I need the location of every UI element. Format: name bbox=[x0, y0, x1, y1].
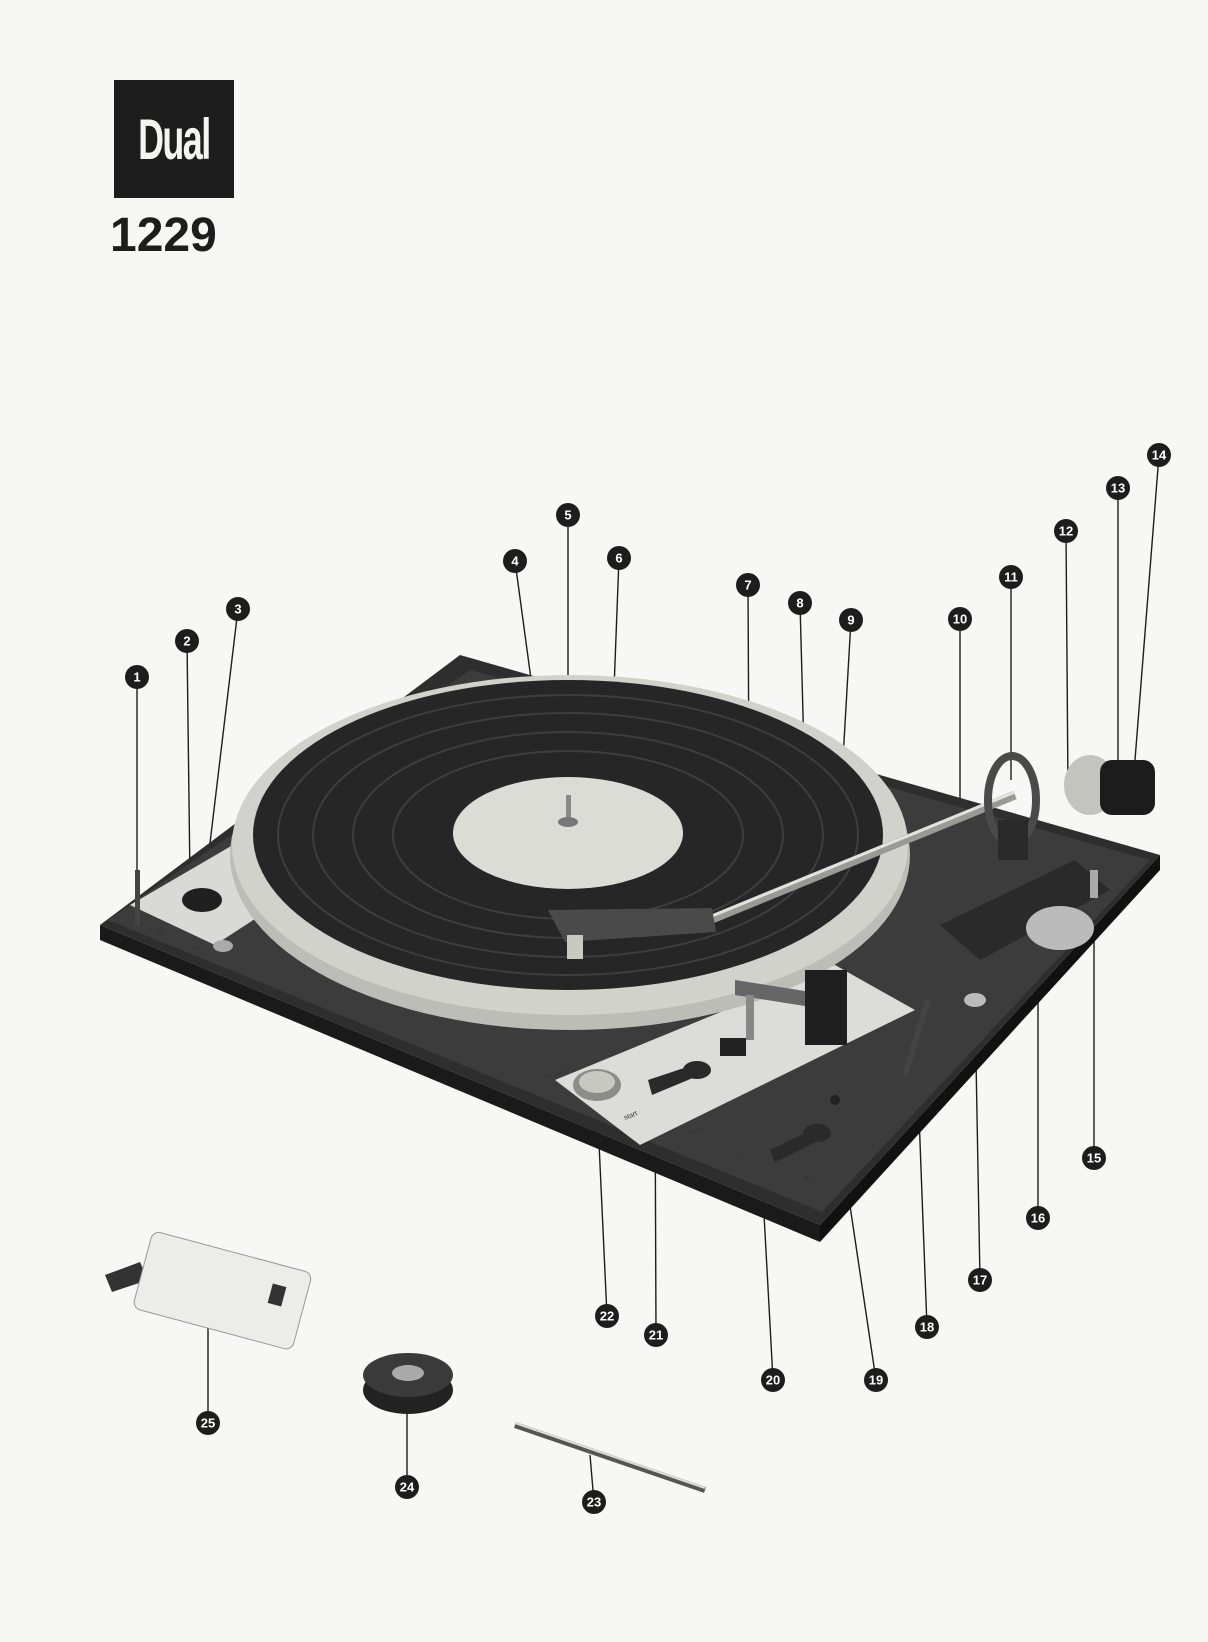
callout-number-4: 4 bbox=[511, 554, 519, 569]
callout-number-8: 8 bbox=[796, 596, 803, 611]
callout-number-15: 15 bbox=[1087, 1151, 1101, 1166]
tracking-force-dial bbox=[1026, 906, 1094, 950]
indicator-19 bbox=[830, 1095, 840, 1105]
panel-logo bbox=[720, 1038, 746, 1056]
spindle bbox=[566, 795, 571, 821]
callout-number-2: 2 bbox=[183, 634, 190, 649]
callout-number-24: 24 bbox=[400, 1480, 415, 1495]
callout-badge-16 bbox=[1026, 1206, 1050, 1230]
brand-logo: Dual bbox=[114, 80, 234, 198]
callout-badge-25 bbox=[196, 1411, 220, 1435]
callout-number-18: 18 bbox=[920, 1320, 934, 1335]
callout-number-9: 9 bbox=[847, 613, 854, 628]
callout-badge-23 bbox=[582, 1490, 606, 1514]
counterweight bbox=[1100, 760, 1155, 815]
callout-number-5: 5 bbox=[564, 508, 571, 523]
label-start: start bbox=[623, 1110, 638, 1122]
callout-badge-20 bbox=[761, 1368, 785, 1392]
callout-number-6: 6 bbox=[615, 551, 622, 566]
label-30: 30 bbox=[803, 1175, 811, 1182]
callout-number-17: 17 bbox=[973, 1273, 987, 1288]
callout-number-11: 11 bbox=[1004, 570, 1018, 585]
callout-badge-2 bbox=[175, 629, 199, 653]
tonearm bbox=[548, 752, 1155, 959]
model-number: 1229 bbox=[110, 209, 217, 262]
callout-number-3: 3 bbox=[234, 602, 241, 617]
callout-leader-3 bbox=[204, 608, 239, 886]
callout-badge-24 bbox=[395, 1475, 419, 1499]
callout-badge-13 bbox=[1106, 476, 1130, 500]
callout-leader-14 bbox=[1134, 454, 1160, 761]
callout-badge-3 bbox=[226, 597, 250, 621]
callout-number-23: 23 bbox=[587, 1495, 601, 1510]
callout-number-1: 1 bbox=[133, 670, 140, 685]
callout-number-7: 7 bbox=[744, 578, 751, 593]
callout-badge-11 bbox=[999, 565, 1023, 589]
callout-number-20: 20 bbox=[766, 1373, 780, 1388]
arm-rest bbox=[735, 970, 847, 1045]
callout-badge-9 bbox=[839, 608, 863, 632]
callout-badge-22 bbox=[595, 1304, 619, 1328]
callout-badge-17 bbox=[968, 1268, 992, 1292]
callout-badge-12 bbox=[1054, 519, 1078, 543]
accessory-adapter bbox=[105, 1231, 312, 1350]
callout-leader-12 bbox=[1065, 530, 1069, 791]
label-45: 45 bbox=[155, 930, 163, 937]
callout-number-16: 16 bbox=[1031, 1211, 1045, 1226]
callout-number-12: 12 bbox=[1059, 524, 1073, 539]
record-label bbox=[453, 777, 683, 889]
pitch-knob bbox=[182, 888, 222, 912]
label-17: 17 bbox=[738, 1153, 746, 1160]
callout-badge-10 bbox=[948, 607, 972, 631]
accessory-spindle-adapter bbox=[363, 1353, 453, 1414]
label-78: 78 bbox=[192, 945, 200, 952]
screw-17 bbox=[964, 993, 986, 1007]
callout-leader-2 bbox=[186, 640, 191, 881]
callout-badge-1 bbox=[125, 665, 149, 689]
cue-lever-tab bbox=[567, 935, 583, 959]
callout-badge-4 bbox=[503, 549, 527, 573]
callout-number-22: 22 bbox=[600, 1309, 614, 1324]
brand-logo-text: Dual bbox=[138, 106, 211, 172]
callout-badge-21 bbox=[644, 1323, 668, 1347]
label-stop: stop bbox=[688, 1125, 703, 1136]
callout-badge-19 bbox=[864, 1368, 888, 1392]
accessory-tool bbox=[514, 1422, 706, 1493]
callout-badge-6 bbox=[607, 546, 631, 570]
callout-badge-15 bbox=[1082, 1146, 1106, 1170]
callout-number-10: 10 bbox=[953, 612, 967, 627]
callout-number-25: 25 bbox=[201, 1416, 215, 1431]
callout-number-21: 21 bbox=[649, 1328, 663, 1343]
callout-number-14: 14 bbox=[1152, 448, 1167, 463]
callout-number-13: 13 bbox=[1111, 481, 1125, 496]
pitch-pin-1 bbox=[135, 870, 140, 926]
callout-badge-5 bbox=[556, 503, 580, 527]
screw-left bbox=[213, 940, 233, 952]
callout-badge-18 bbox=[915, 1315, 939, 1339]
cue-lever bbox=[902, 999, 931, 1076]
callout-badge-14 bbox=[1147, 443, 1171, 467]
callout-number-19: 19 bbox=[869, 1373, 883, 1388]
headshell bbox=[548, 908, 716, 942]
callout-badge-8 bbox=[788, 591, 812, 615]
callout-badge-7 bbox=[736, 573, 760, 597]
pin-15 bbox=[1090, 870, 1098, 898]
